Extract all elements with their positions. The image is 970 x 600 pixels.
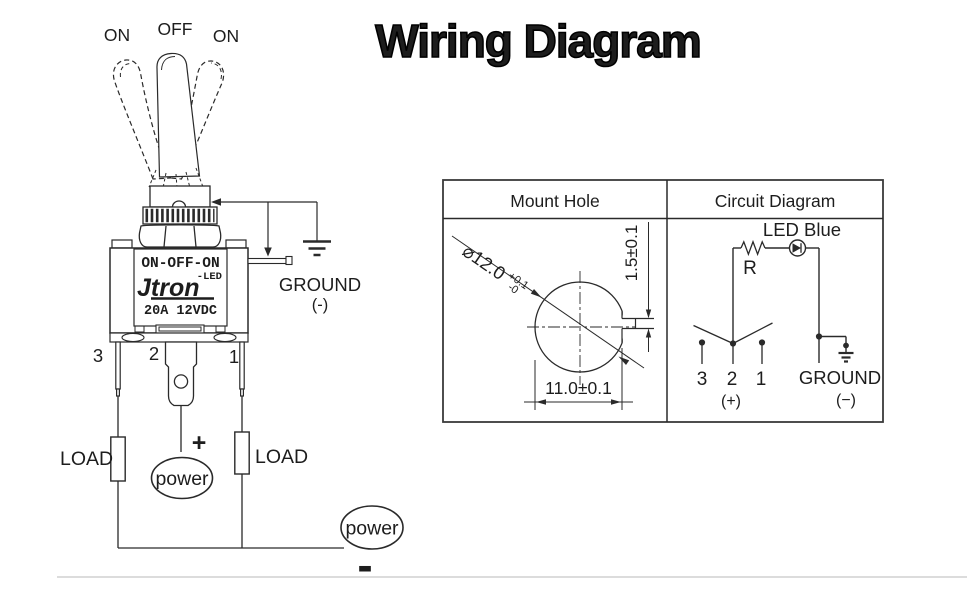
load-left-label: LOAD: [60, 448, 113, 470]
power-negative-oval: [340, 505, 404, 550]
column-header-mount-hole: Mount Hole: [510, 191, 600, 211]
diameter-leader-line: [451, 235, 645, 369]
circuit-ground-symbol-icon: [838, 351, 854, 363]
terminal-label-3: 3: [93, 345, 103, 366]
key-dimension-lines: [645, 222, 652, 352]
power-positive-oval: [150, 456, 214, 500]
circuit-terminal-label-1: 1: [756, 369, 767, 390]
width-dimension-text: 11.0±0.1: [545, 378, 612, 398]
body-ear-right: [225, 239, 247, 249]
position-label-on-left: ON: [104, 25, 130, 45]
circuit-terminal-label-2: 2: [727, 369, 738, 390]
power-negative-label: power: [345, 518, 399, 540]
body-slot-outer: [155, 324, 205, 334]
terminal-pin-3-tip: [115, 388, 120, 397]
switch-bushing: [138, 185, 222, 248]
resistor-symbol-icon: [740, 239, 766, 257]
body-label-led: -LED: [197, 271, 222, 283]
ground-symbol-icon: [303, 240, 331, 257]
spec-table: [442, 179, 884, 423]
position-label-off: OFF: [158, 19, 193, 39]
ground-label: GROUND: [279, 274, 361, 295]
terminal-label-1: 1: [229, 346, 239, 367]
hex-facet-left: [163, 225, 167, 248]
circuit-ground-label: GROUND: [799, 367, 881, 388]
base-foot-right: [213, 332, 237, 343]
terminal-number-labels: 3 2 1: [93, 343, 239, 367]
base-foot-left: [121, 332, 145, 343]
terminal-label-2: 2: [149, 343, 159, 364]
bushing-locator-dome: [171, 200, 187, 208]
diameter-arrow-lower-icon: [618, 356, 630, 365]
page-title: Wiring Diagram: [375, 15, 701, 67]
body-ear-left: [111, 239, 133, 249]
load-resistor-right: [234, 431, 250, 475]
terminal-dot-1: [758, 339, 766, 346]
switch-throw-left: [693, 324, 734, 345]
mount-hole-drawing: [451, 222, 654, 410]
circuit-negative-label: (−): [836, 392, 856, 409]
body-rating: 20A 12VDC: [144, 304, 217, 319]
hex-facet-right: [193, 225, 197, 248]
position-label-on-right: ON: [213, 26, 239, 46]
terminal-pin-3: [115, 341, 121, 390]
terminal-dot-3: [698, 339, 706, 346]
mount-hole-keyway: [621, 311, 654, 343]
body-tab-left: [134, 325, 145, 333]
body-label-panel: [133, 248, 228, 327]
body-slot-inner: [158, 326, 202, 332]
minus-sign: -: [357, 539, 372, 591]
load-power-circuit: [110, 396, 404, 550]
toggle-lever-drawing: [112, 52, 225, 189]
body-label-on-off-on: ON-OFF-ON: [141, 256, 219, 272]
circuit-positive-label: (+): [721, 393, 741, 410]
terminal-blade-2: [164, 341, 198, 407]
spec-table-border: [442, 179, 884, 423]
terminal-blade-2-hole: [173, 374, 189, 389]
terminal-pin-1: [239, 341, 245, 390]
load-right-label: LOAD: [255, 446, 308, 468]
lever-on-right-inner-line: [210, 62, 222, 80]
resistor-label: R: [743, 258, 757, 279]
key-dimension-text: 1.5±0.1: [622, 225, 641, 282]
led-side-tab-tip: [285, 255, 293, 266]
toggle-position-labels: ON OFF ON: [104, 19, 239, 46]
switch-throw-right: [732, 322, 773, 345]
terminal-pin-1-tip: [240, 388, 245, 397]
centerlines: [527, 271, 636, 385]
mount-hole-flat-mask: [622, 308, 629, 346]
hex-nut: [138, 224, 222, 248]
led-side-tab: [247, 257, 287, 265]
switch-terminals: [115, 341, 245, 407]
width-dimension-lines: [524, 348, 633, 410]
power-positive-label: power: [155, 468, 209, 490]
lever-off-inner-line: [161, 56, 176, 71]
ground-polarity-label: (-): [312, 296, 328, 314]
plus-sign: +: [192, 429, 207, 457]
diameter-arrow-upper-icon: [530, 289, 542, 298]
arrow-to-bushing-icon: [211, 198, 221, 206]
lever-off-center: [156, 52, 201, 178]
circuit-terminal-label-3: 3: [697, 369, 708, 390]
led-color-label: LED Blue: [763, 219, 841, 240]
knurled-nut: [142, 206, 218, 225]
led-diode-triangle: [792, 243, 801, 253]
circuit-diagram-drawing: [693, 239, 854, 364]
switch-body: [109, 239, 249, 343]
column-header-circuit-diagram: Circuit Diagram: [715, 191, 836, 211]
lever-on-left-inner-line: [119, 63, 132, 78]
arrow-to-led-tab-icon: [264, 247, 272, 257]
lever-on-left: [112, 59, 172, 180]
junction-dot-ground: [843, 342, 849, 349]
ground-wiring: [211, 198, 331, 266]
switch-body-text: ON-OFF-ON -LED Jtron 20A 12VDC: [137, 256, 222, 319]
body-tab-right: [215, 325, 226, 333]
